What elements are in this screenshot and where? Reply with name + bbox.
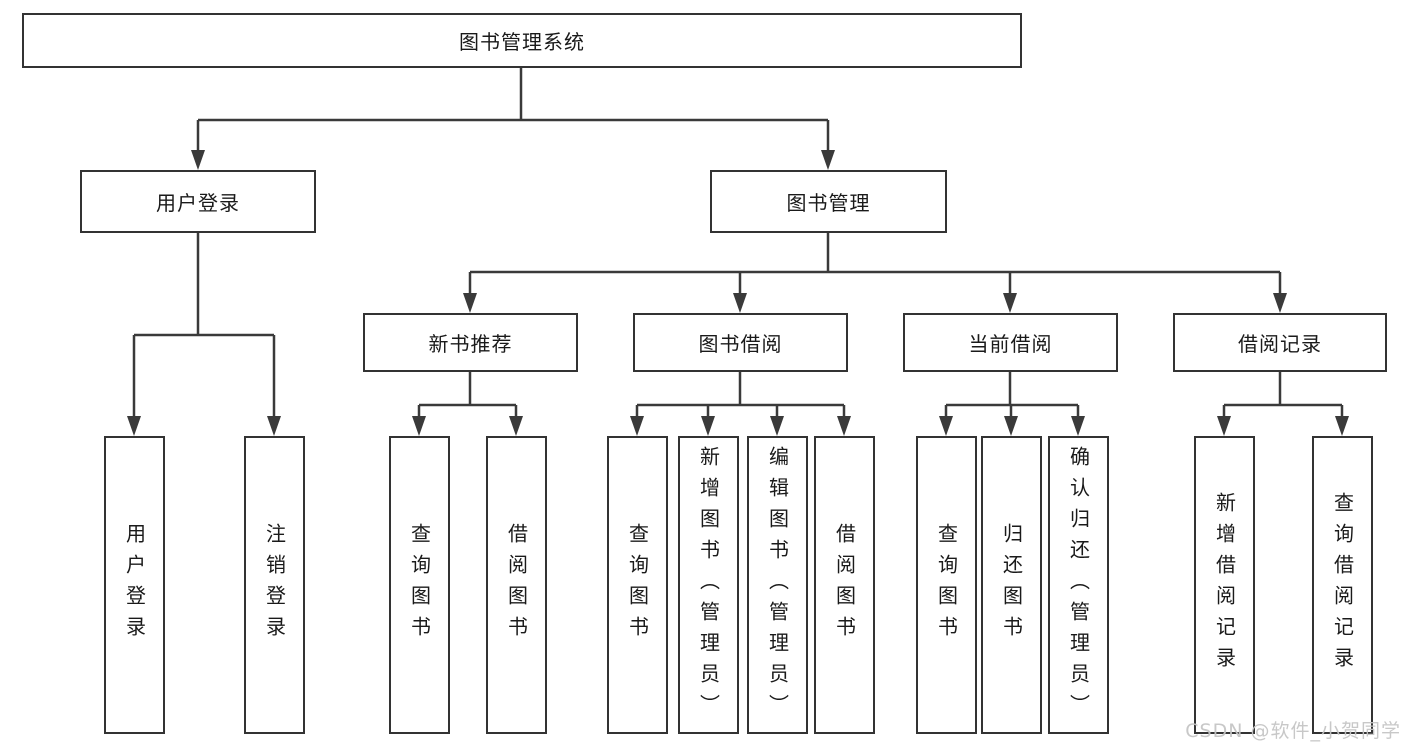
node-book-borrow-label: 图书借阅 xyxy=(698,332,783,356)
leaf-edit-books-admin: 编辑图书（管理员） xyxy=(747,436,808,734)
node-book-borrow: 图书借阅 xyxy=(633,313,848,372)
root-node-label: 图书管理系统 xyxy=(459,30,585,54)
leaf-label: 确认归还（管理员） xyxy=(1066,445,1091,725)
leaf-label: 编辑图书（管理员） xyxy=(765,445,790,725)
node-borrow-records-label: 借阅记录 xyxy=(1238,332,1322,356)
node-current-borrow-label: 当前借阅 xyxy=(968,332,1053,356)
node-book-management-label: 图书管理 xyxy=(786,191,871,215)
node-borrow-records: 借阅记录 xyxy=(1173,313,1387,372)
leaf-query-books-current: 查询图书 xyxy=(916,436,977,734)
leaf-label: 用户登录 xyxy=(122,523,147,647)
leaf-label: 查询图书 xyxy=(625,523,650,647)
leaf-label: 新增借阅记录 xyxy=(1212,492,1237,678)
leaf-user-login: 用户登录 xyxy=(104,436,165,734)
leaf-label: 查询图书 xyxy=(407,523,432,647)
leaf-label: 注销登录 xyxy=(262,523,287,647)
leaf-query-borrow-record: 查询借阅记录 xyxy=(1312,436,1373,734)
node-new-book-recommend: 新书推荐 xyxy=(363,313,578,372)
leaf-label: 借阅图书 xyxy=(832,523,857,647)
leaf-logout: 注销登录 xyxy=(244,436,305,734)
leaf-borrow-books-recommend: 借阅图书 xyxy=(486,436,547,734)
leaf-query-books-recommend: 查询图书 xyxy=(389,436,450,734)
leaf-add-books-admin: 新增图书（管理员） xyxy=(678,436,739,734)
arrowheads xyxy=(127,150,1349,436)
node-new-book-recommend-label: 新书推荐 xyxy=(428,332,513,356)
leaf-confirm-return-admin: 确认归还（管理员） xyxy=(1048,436,1109,734)
leaf-borrow-books: 借阅图书 xyxy=(814,436,875,734)
node-user-login-label: 用户登录 xyxy=(156,191,240,215)
node-current-borrow: 当前借阅 xyxy=(903,313,1118,372)
root-node-library-system: 图书管理系统 xyxy=(22,13,1022,68)
leaf-label: 新增图书（管理员） xyxy=(696,445,721,725)
node-user-login: 用户登录 xyxy=(80,170,316,233)
leaf-label: 查询图书 xyxy=(934,523,959,647)
csdn-watermark: CSDN @软件_小贺同学 xyxy=(1185,720,1401,742)
leaf-label: 查询借阅记录 xyxy=(1330,492,1355,678)
leaf-label: 归还图书 xyxy=(999,523,1024,647)
leaf-return-books: 归还图书 xyxy=(981,436,1042,734)
leaf-add-borrow-record: 新增借阅记录 xyxy=(1194,436,1255,734)
leaf-query-books-borrow: 查询图书 xyxy=(607,436,668,734)
leaf-label: 借阅图书 xyxy=(504,523,529,647)
node-book-management: 图书管理 xyxy=(710,170,947,233)
